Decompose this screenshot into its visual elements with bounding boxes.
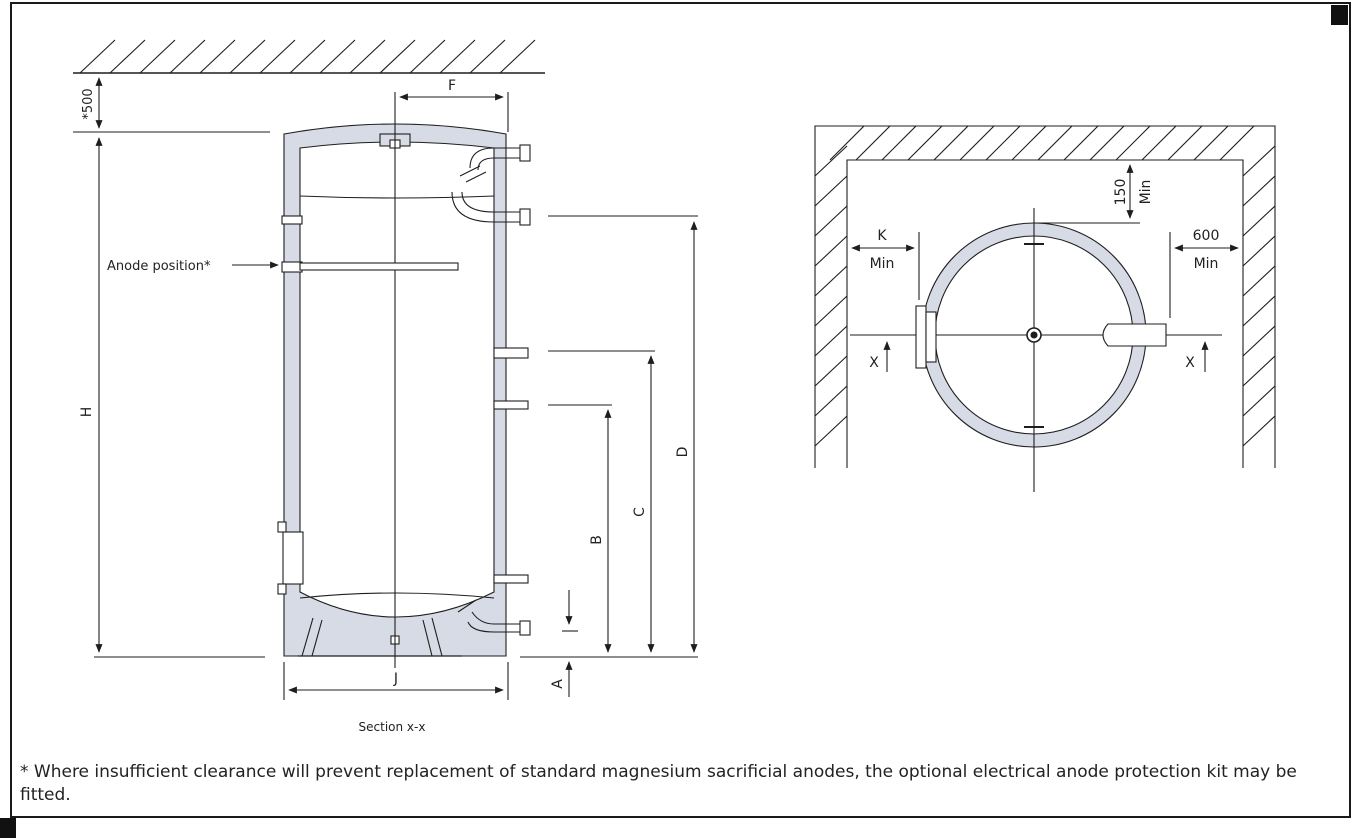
label-F: F xyxy=(448,78,456,94)
cylinder-elevation xyxy=(277,123,531,668)
plan-view xyxy=(814,125,1276,492)
label-H: H xyxy=(79,407,95,418)
label-B: B xyxy=(589,535,605,545)
label-J: J xyxy=(393,671,398,687)
footnote: * Where insufficient clearance will prev… xyxy=(20,762,1297,805)
diagram-frame xyxy=(10,2,1351,818)
label-D: D xyxy=(675,447,691,458)
elevation-dimensions xyxy=(73,77,698,700)
label-X-right: X xyxy=(1185,355,1195,371)
label-A: A xyxy=(550,679,566,689)
label-clearance-600: 600 xyxy=(1193,228,1220,244)
label-C: C xyxy=(632,507,648,517)
corner-marker-top-right xyxy=(1331,5,1348,25)
label-min-top: Min xyxy=(1138,180,1154,205)
label-clearance-150: 150 xyxy=(1113,179,1129,206)
label-X-left: X xyxy=(869,355,879,371)
corner-marker-bottom-left xyxy=(0,818,16,838)
ceiling-hatch xyxy=(73,39,545,74)
diagram-labels: *500 F H Anode position* D C B A J Secti… xyxy=(79,78,1219,734)
label-section: Section x-x xyxy=(359,720,426,734)
label-K: K xyxy=(877,228,887,244)
label-min-left: Min xyxy=(870,256,895,272)
label-anode-position: Anode position* xyxy=(107,259,211,274)
label-min-right: Min xyxy=(1194,256,1219,272)
label-clearance-top: *500 xyxy=(81,88,96,119)
